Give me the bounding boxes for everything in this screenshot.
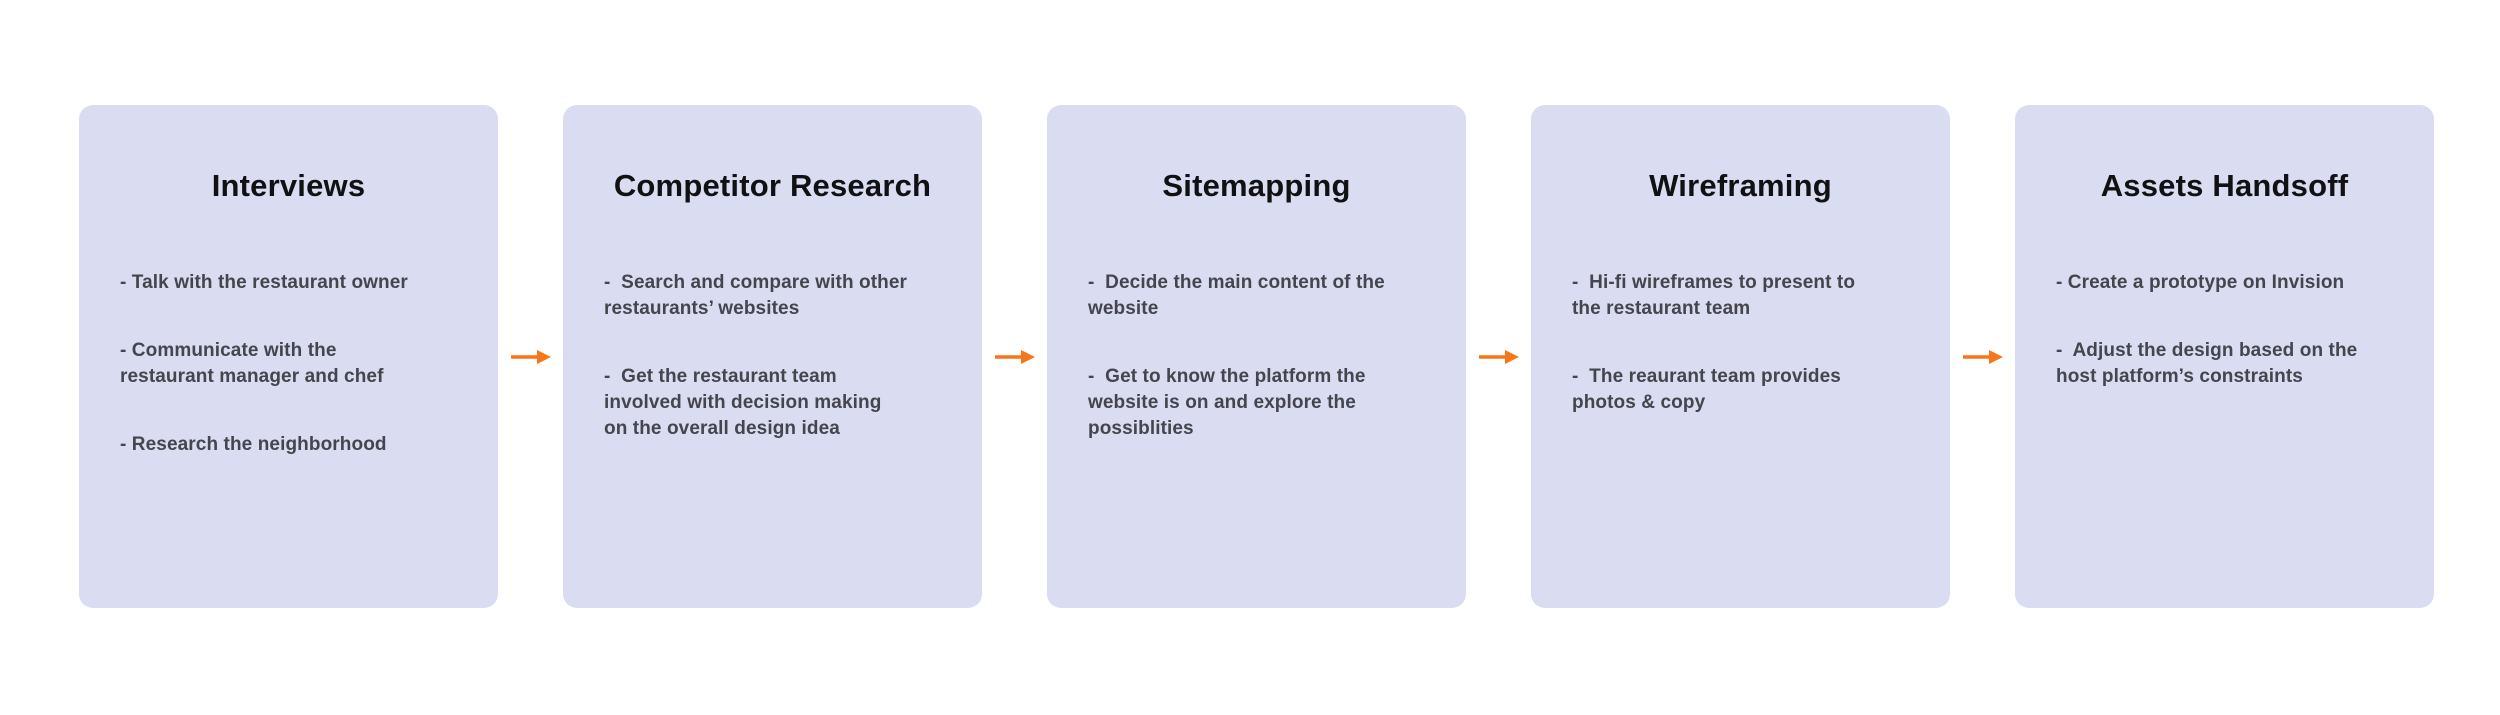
stage-card-assets-handsoff: Assets Handsoff - Create a prototype on … [2015,105,2434,608]
stage-title: Competitor Research [613,168,932,203]
stage-title: Interviews [211,168,366,203]
stage-title: Assets Handsoff [2100,168,2349,203]
stage-bullets: - Decide the main content of the website… [1088,270,1430,442]
flow-arrow-icon [982,349,1047,364]
flow-arrow-icon [1950,349,2015,364]
stage-bullet: - Decide the main content of the website [1088,272,1385,319]
stage-card-wireframing: Wireframing - Hi-fi wireframes to presen… [1531,105,1950,608]
stage-bullet: - Create a prototype on Invision [2056,272,2345,293]
stage-bullet: - Adjust the design based on the host pl… [2056,340,2358,387]
stage-bullet: - Research the neighborhood [120,434,387,455]
stage-bullets: - Hi-fi wireframes to present to the res… [1572,270,1914,416]
stage-bullets: - Search and compare with other restaura… [604,270,946,442]
stage-bullet: - Get to know the platform the website i… [1088,366,1366,439]
stage-bullets: - Create a prototype on Invision - Adjus… [2056,270,2398,390]
flow-arrow-icon [498,349,563,364]
flow-row: Interviews - Talk with the restaurant ow… [79,105,2434,608]
stage-bullet: - The reaurant team provides photos & co… [1572,366,1841,413]
stage-bullet: - Communicate with the restaurant manage… [120,340,384,387]
stage-bullet: - Search and compare with other restaura… [604,272,908,319]
stage-card-interviews: Interviews - Talk with the restaurant ow… [79,105,498,608]
stage-bullet: - Hi-fi wireframes to present to the res… [1572,272,1856,319]
stage-title: Sitemapping [1162,168,1351,203]
flow-arrow-icon [1466,349,1531,364]
stage-bullet: - Talk with the restaurant owner [120,272,408,293]
stage-title: Wireframing [1649,168,1832,203]
stage-card-competitor-research: Competitor Research - Search and compare… [563,105,982,608]
stage-bullets: - Talk with the restaurant owner - Commu… [120,270,462,458]
stage-bullet: - Get the restaurant team involved with … [604,366,882,439]
stage-card-sitemapping: Sitemapping - Decide the main content of… [1047,105,1466,608]
